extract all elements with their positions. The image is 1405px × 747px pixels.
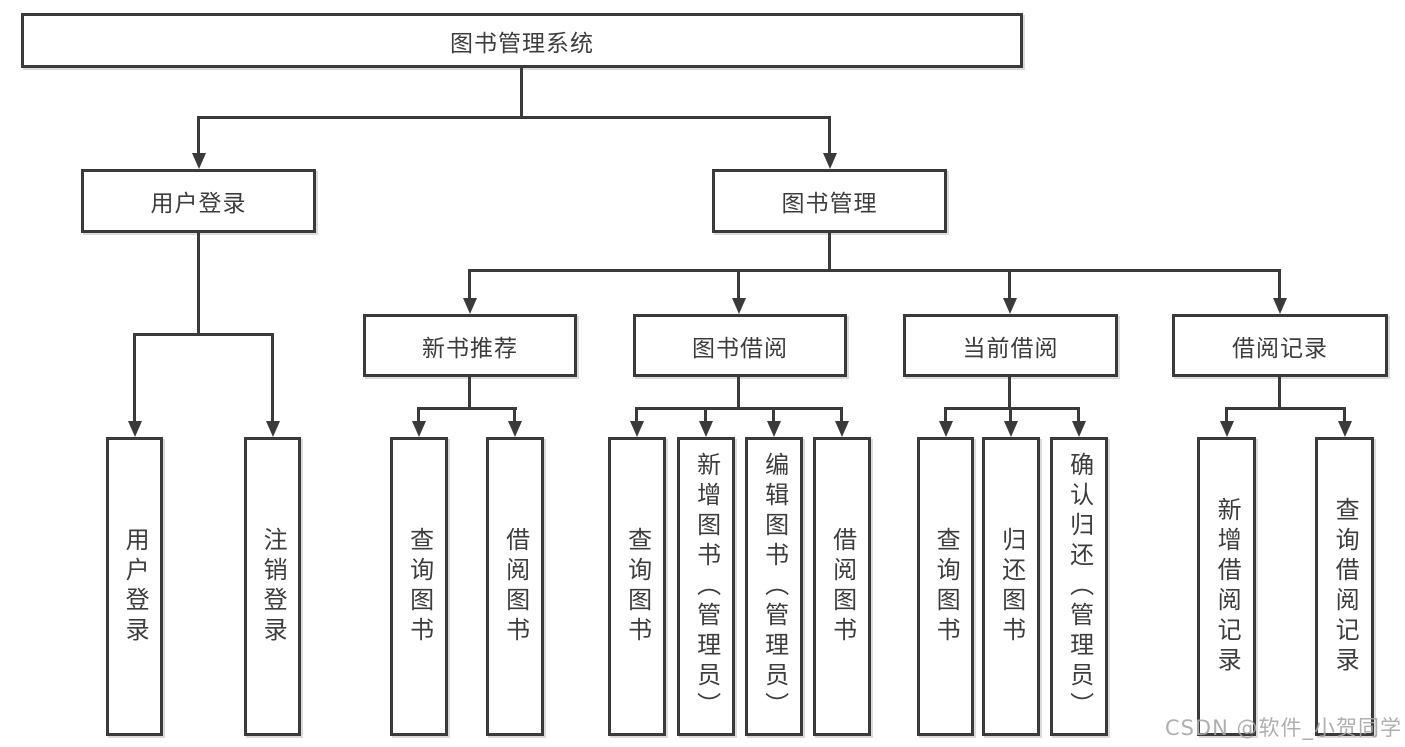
arrow-to-br-add-record [1220,421,1234,437]
connector-bb-add-drop [704,407,707,422]
leaf-cb-query-books: 查询图书 [917,437,974,736]
connector-new-book-rail [417,407,517,410]
connector-book-management-drop [828,116,831,155]
arrow-to-book-borrow [732,298,746,314]
arrow-to-nb-query-books [412,421,426,437]
leaf-cb-return-books: 归还图书 [982,437,1040,736]
leaf-cb-confirm-return-label: 确认归还（管理员） [1065,451,1094,722]
leaf-bb-edit-books: 编辑图书（管理员） [745,437,803,736]
connector-current-borrow-drop [1008,269,1011,298]
node-root-label: 图书管理系统 [450,30,594,57]
arrow-to-cb-query-books [939,421,953,437]
arrow-to-bb-borrow-books [835,421,849,437]
leaf-bb-add-books-label: 新增图书（管理员） [692,451,721,722]
leaf-br-add-record-label: 新增借阅记录 [1213,496,1242,677]
connector-level3-rail [468,269,1281,272]
connector-current-borrow-rail [944,407,1080,410]
leaf-bb-add-books: 新增图书（管理员） [677,437,735,736]
leaf-bb-edit-books-label: 编辑图书（管理员） [760,451,789,722]
arrow-to-bb-edit-books [767,421,781,437]
leaf-cb-query-books-label: 查询图书 [932,526,961,647]
arrow-to-user-login [192,153,206,169]
node-book-management: 图书管理 [712,169,947,233]
connector-cb-confirm-drop [1077,407,1080,422]
node-new-book-recommend: 新书推荐 [363,314,577,377]
connector-leaf-user-login-drop [133,333,136,422]
node-book-management-label: 图书管理 [781,191,878,217]
leaf-logout: 注销登录 [244,437,301,736]
arrow-to-current-borrow [1003,298,1017,314]
connector-user-login-stub [197,233,200,336]
arrow-to-cb-return-books [1004,421,1018,437]
leaf-user-login: 用户登录 [106,437,163,736]
connector-borrow-records-rail [1225,407,1346,410]
leaf-br-query-record-label: 查询借阅记录 [1331,496,1360,677]
connector-current-borrow-stub [1008,377,1011,408]
connector-user-login-rail [133,333,274,336]
connector-root-stub [520,68,523,118]
node-new-book-recommend-label: 新书推荐 [422,335,518,362]
arrow-to-book-management [823,153,837,169]
leaf-user-login-label: 用户登录 [121,526,150,647]
leaf-logout-label: 注销登录 [259,526,288,647]
connector-nb-query-drop [417,407,420,422]
node-borrow-records-label: 借阅记录 [1232,335,1328,362]
leaf-bb-query-books-label: 查询图书 [623,526,652,647]
connector-user-login-drop [197,116,200,155]
connector-new-book-drop [468,269,471,298]
connector-bb-borrow-drop [840,407,843,422]
arrow-to-nb-borrow-books [508,421,522,437]
arrow-to-bb-add-books [699,421,713,437]
connector-book-management-stub [828,233,831,272]
connector-br-query-drop [1343,407,1346,422]
connector-bb-query-drop [635,407,638,422]
connector-borrow-records-drop [1278,269,1281,298]
connector-new-book-stub [468,377,471,408]
node-current-borrow: 当前借阅 [903,314,1118,377]
node-user-login-label: 用户登录 [150,191,247,217]
leaf-bb-borrow-books: 借阅图书 [813,437,871,736]
connector-book-borrow-stub [737,377,740,408]
connector-book-borrow-drop [737,269,740,298]
node-current-borrow-label: 当前借阅 [962,335,1059,362]
connector-nb-borrow-drop [513,407,516,422]
connector-cb-query-drop [944,407,947,422]
leaf-nb-query-books-label: 查询图书 [405,526,434,647]
arrow-to-br-query-record [1338,421,1352,437]
arrow-to-leaf-logout [266,421,280,437]
leaf-br-query-record: 查询借阅记录 [1315,437,1374,736]
arrow-to-new-book-recommend [463,298,477,314]
arrow-to-bb-query-books [630,421,644,437]
node-book-borrow: 图书借阅 [633,314,847,377]
leaf-nb-query-books: 查询图书 [390,437,448,736]
leaf-br-add-record: 新增借阅记录 [1197,437,1256,736]
watermark: CSDN @软件_小贺同学 [1164,716,1402,740]
arrow-to-borrow-records [1273,298,1287,314]
leaf-cb-confirm-return: 确认归还（管理员） [1050,437,1108,736]
leaf-cb-return-books-label: 归还图书 [997,526,1026,647]
connector-bb-edit-drop [772,407,775,422]
connector-book-borrow-rail [635,407,843,410]
connector-cb-return-drop [1009,407,1012,422]
leaf-nb-borrow-books-label: 借阅图书 [501,526,530,647]
connector-borrow-records-stub [1278,377,1281,408]
arrow-to-cb-confirm-return [1072,421,1086,437]
connector-level2-rail [197,116,831,119]
connector-br-add-drop [1225,407,1228,422]
node-book-borrow-label: 图书借阅 [692,335,788,362]
leaf-bb-borrow-books-label: 借阅图书 [828,526,857,647]
leaf-bb-query-books: 查询图书 [608,437,666,736]
node-user-login: 用户登录 [81,169,316,233]
connector-leaf-logout-drop [271,333,274,422]
arrow-to-leaf-user-login [128,421,142,437]
node-root: 图书管理系统 [21,13,1023,68]
node-borrow-records: 借阅记录 [1172,314,1388,377]
leaf-nb-borrow-books: 借阅图书 [486,437,544,736]
